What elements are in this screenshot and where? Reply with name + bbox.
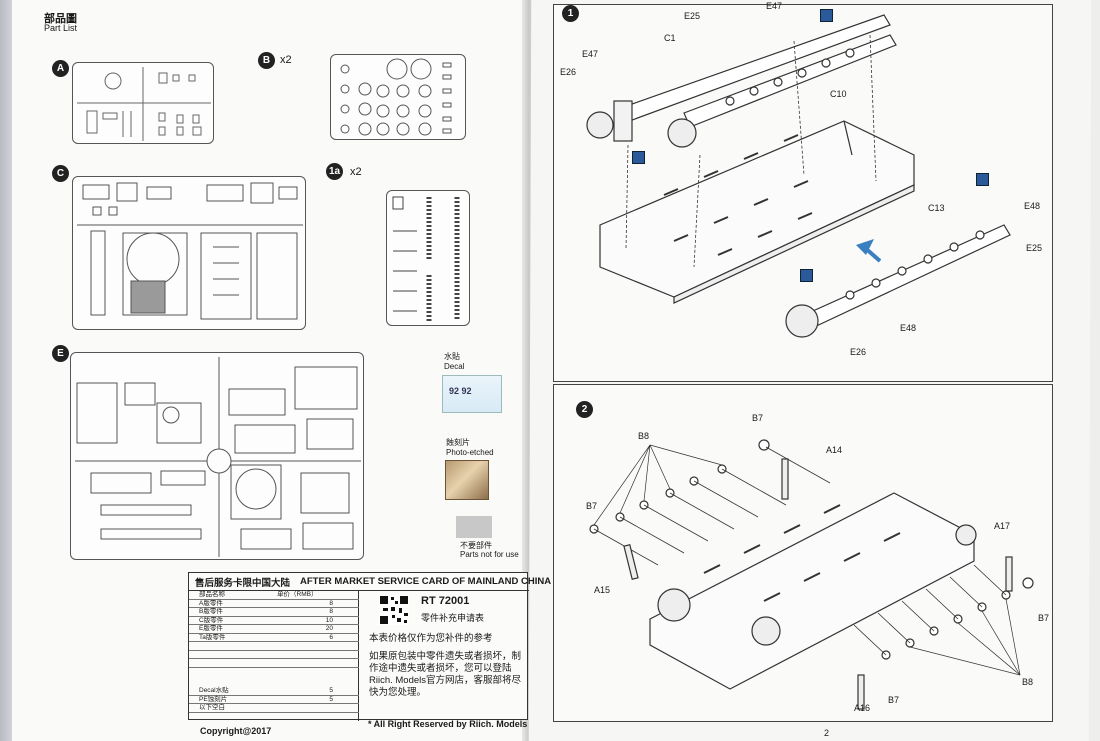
form-title: 零件补充申请表	[421, 613, 485, 623]
sprue-1a-tracks	[392, 196, 460, 321]
sprue-a-badge: A	[52, 60, 69, 77]
qr-code-icon	[379, 595, 409, 625]
step-1-drawing	[586, 14, 1011, 338]
sprue-c	[72, 176, 306, 330]
sprue-b	[330, 54, 466, 140]
service-card: 售后服务卡限中国大陆 AFTER MARKET SERVICE CARD OF …	[188, 572, 551, 721]
step-1-view-marker-icon	[632, 151, 645, 164]
table-row: 以下空白	[189, 704, 359, 713]
step-2-panel: 2	[553, 384, 1053, 722]
table-row	[189, 659, 359, 668]
not-used-label-cn: 不要部件	[460, 541, 492, 550]
sprue-e	[70, 352, 364, 560]
callout-label: E48	[1024, 201, 1041, 211]
step-1-view-marker-icon	[800, 269, 813, 282]
callout-label: B8	[638, 431, 650, 441]
callout-label: E26	[850, 347, 867, 357]
part-list-title-cn: 部品圖	[44, 13, 77, 25]
callout-label: B7	[586, 501, 598, 511]
step-1-view-marker-icon	[976, 173, 989, 186]
rights-reserved: * All Right Reserved by Riich. Models	[368, 719, 528, 729]
callout-label: C13	[928, 203, 945, 213]
decal-marks: 92 92	[449, 386, 472, 396]
sprue-b-badge: B	[258, 52, 275, 69]
step-1-panel: 1	[553, 1, 1053, 382]
service-card-title-cn: 售后服务卡限中国大陆	[195, 577, 291, 589]
callout-label: B7	[888, 695, 900, 705]
callout-label: E25	[684, 11, 701, 21]
table-row	[189, 642, 359, 651]
callout-label: E26	[560, 67, 577, 77]
sprue-1a-multiplier: x2	[350, 166, 362, 178]
sprue-c-badge: C	[52, 165, 69, 182]
service-note: 本表价格仅作为您补件的参考 如果原包装中零件遗失或者损坏，制作途中遗失或者损坏，…	[369, 633, 522, 698]
callout-label: E25	[1026, 243, 1043, 253]
callout-label: E47	[766, 1, 783, 11]
not-used-swatch	[456, 516, 492, 538]
callout-label: E47	[582, 49, 599, 59]
photo-etched-fret	[445, 460, 489, 500]
step-2-drawing	[589, 439, 1034, 710]
step-1-view-marker-icon	[820, 9, 833, 22]
part-list-title-en: Part List	[44, 23, 78, 33]
not-used-label-en: Parts not for use	[460, 550, 519, 559]
callout-label: C1	[664, 33, 676, 43]
product-code: RT 72001	[421, 595, 470, 607]
decal-label-en: Decal	[444, 362, 465, 371]
callout-label: B7	[1038, 613, 1050, 623]
page-number: 2	[824, 728, 830, 738]
service-card-title: 售后服务卡限中国大陆 AFTER MARKET SERVICE CARD OF …	[189, 573, 551, 591]
callout-label: A15	[594, 585, 611, 595]
sprue-e-parts	[75, 357, 361, 557]
copyright: Copyright@2017	[200, 726, 272, 736]
callout-label: A17	[994, 521, 1011, 531]
callout-label: B8	[1022, 677, 1034, 687]
sprue-b-multiplier: x2	[280, 54, 292, 66]
sprue-e-badge: E	[52, 345, 69, 362]
callout-label: B7	[752, 413, 764, 423]
sprue-a	[72, 62, 214, 144]
table-row	[189, 651, 359, 659]
step-2-badge: 2	[576, 401, 593, 418]
pe-label-cn: 蝕刻片	[446, 438, 470, 447]
table-header: 部品名称 单价（RMB）	[189, 591, 359, 600]
pe-label-en: Photo-etched	[446, 448, 494, 457]
sprue-1a	[386, 190, 470, 326]
sprue-b-wheels	[340, 58, 452, 136]
sprue-c-parts	[77, 182, 303, 320]
service-card-title-en: AFTER MARKET SERVICE CARD OF MAINLAND CH…	[300, 576, 552, 587]
callout-label: A16	[854, 703, 871, 713]
step-1-badge: 1	[562, 5, 579, 22]
sprue-1a-badge: 1a	[326, 163, 343, 180]
decal-label-cn: 水貼	[444, 352, 460, 361]
decal-sheet: 92 92	[442, 375, 502, 413]
callout-label: A14	[826, 445, 843, 455]
callout-label: C10	[830, 89, 847, 99]
callout-label: E48	[900, 323, 917, 333]
sprue-a-parts	[77, 67, 211, 141]
